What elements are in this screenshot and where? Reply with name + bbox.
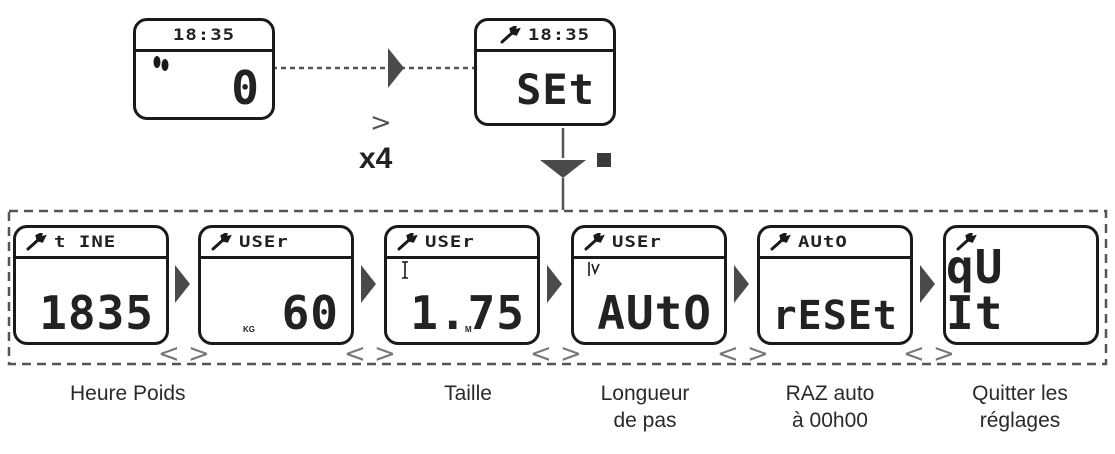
next-arrow-icon <box>388 48 404 88</box>
down-arrow-icon <box>540 160 586 178</box>
nav-chevrons: < > <box>903 339 955 369</box>
wrench-icon <box>397 233 418 251</box>
screen-value: 1835 <box>39 286 154 340</box>
label-raz-auto: RAZ auto <box>785 382 875 405</box>
lcd-steps-screen: 18:35 0 <box>133 18 275 120</box>
clock-time: 18:35 <box>172 25 236 45</box>
screen-header: t INE <box>54 232 117 252</box>
stop-square-icon <box>597 153 611 167</box>
lcd-header: 18:35 <box>136 21 272 52</box>
label-longueur: Longueur <box>600 382 690 405</box>
lcd-header <box>946 228 1096 256</box>
lcd-header: 18:35 <box>477 21 613 52</box>
lcd-quit-setting: qU It <box>943 225 1099 345</box>
screen-value: AUtO <box>597 286 712 340</box>
screen-header: USEr <box>425 232 475 252</box>
next-arrow-icon <box>547 265 562 303</box>
label-heure-poids: Heure Poids <box>70 382 186 405</box>
set-label: SEt <box>516 65 595 114</box>
lcd-header: USEr <box>201 228 351 259</box>
nav-chevrons: < > <box>344 339 396 369</box>
wrench-icon <box>956 233 977 251</box>
label-de-pas: de pas <box>613 409 677 432</box>
screen-header: AUtO <box>798 232 848 252</box>
nav-chevrons: < > <box>530 339 582 369</box>
press-next-glyph: > <box>370 108 392 138</box>
next-arrow-icon <box>734 265 749 303</box>
nav-chevrons: < > <box>158 339 210 369</box>
unit-label: M <box>465 325 472 334</box>
wrench-icon <box>500 26 521 44</box>
lcd-reset-setting: AUtO rESEt <box>757 225 913 345</box>
next-arrow-icon <box>920 265 935 303</box>
wrench-icon <box>770 233 791 251</box>
lcd-header: USEr <box>387 228 537 259</box>
height-marker-icon <box>402 261 408 279</box>
footprints-icon <box>153 56 169 71</box>
lcd-stride-setting: USEr AUtO <box>571 225 727 345</box>
screen-value: qU It <box>946 240 1004 340</box>
lcd-header: USEr <box>574 228 724 259</box>
settings-dashed-frame <box>7 209 1108 366</box>
screen-value: 60 <box>281 286 339 340</box>
label-a-00h00: à 00h00 <box>792 409 868 432</box>
label-reglages: réglages <box>979 409 1061 432</box>
stride-marker-icon <box>588 262 600 276</box>
next-arrow-icon <box>175 265 190 303</box>
lcd-set-screen: 18:35 SEt <box>474 18 616 126</box>
lcd-weight-setting: USEr KG 60 <box>198 225 354 345</box>
screen-header: USEr <box>239 232 289 252</box>
wrench-icon <box>26 233 47 251</box>
lcd-header: t INE <box>16 228 166 259</box>
unit-label: KG <box>243 325 255 334</box>
set-time: 18:35 <box>527 25 591 45</box>
lcd-height-setting: USEr M 1.75 <box>384 225 540 345</box>
screen-header: USEr <box>612 232 662 252</box>
label-taille: Taille <box>444 382 492 405</box>
screen-value: 1.75 <box>410 286 525 340</box>
step-count: 0 <box>231 61 260 115</box>
nav-chevrons: < > <box>717 339 769 369</box>
screen-value: rESEt <box>772 293 898 339</box>
lcd-header: AUtO <box>760 228 910 259</box>
lcd-time-setting: t INE 1835 <box>13 225 169 345</box>
next-arrow-icon <box>361 265 376 303</box>
wrench-icon <box>211 233 232 251</box>
wrench-icon <box>584 233 605 251</box>
press-count: x4 <box>359 142 393 175</box>
label-quitter-les: Quitter les <box>972 382 1068 405</box>
